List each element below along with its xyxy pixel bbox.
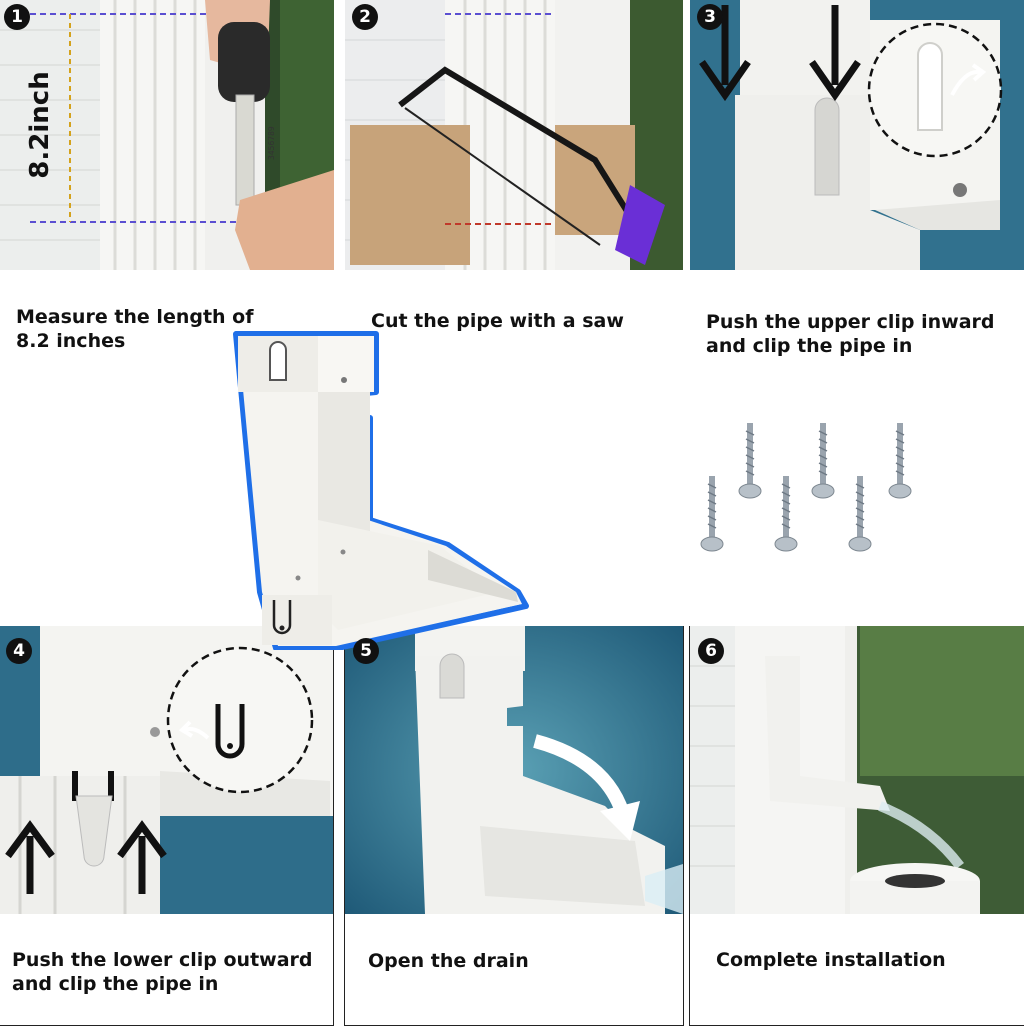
product-outline [233,331,529,650]
downspout-pipe [100,0,205,270]
step-2-caption: Cut the pipe with a saw [371,310,624,332]
measurement-label: 8.2inch [25,71,55,179]
arrow-down-icon [809,5,861,102]
open-drain-scene [345,626,683,914]
step-6-caption: Complete installation [716,949,946,971]
screw-icon [849,476,871,551]
screw-icon [812,423,834,498]
screw-icon [889,423,911,498]
cardboard [350,125,470,265]
drain-spout [480,826,645,906]
svg-text:3456789: 3456789 [267,126,276,160]
hand [235,170,334,270]
step-4-photo [0,626,334,914]
step-3-photo [690,0,1024,270]
screws-group [690,418,930,568]
measuring-scene: 3456789 [0,0,334,270]
step-badge-4: 4 [6,638,32,664]
drain-spout [318,520,498,630]
lower-clip-scene [0,626,334,914]
step-5-caption: Open the drain [368,950,529,972]
step-badge-2: 2 [352,4,378,30]
step-2-photo [345,0,683,270]
step-badge-1: 1 [4,4,30,30]
step-1-photo: 3456789 8.2inch [0,0,334,270]
arrow-up-icon [5,820,55,894]
screw-icon [775,476,797,551]
arrow-down-icon [699,5,751,102]
curved-arrow-icon [184,727,210,740]
complete-installation-scene [690,626,1024,914]
diverter-body [765,656,890,811]
step-6-photo [690,626,1024,914]
curved-arrow-icon [950,69,981,96]
step-5-photo [345,626,683,914]
screw-icon [701,476,723,551]
hacksaw-blade [404,107,601,246]
step-badge-3: 3 [697,4,723,30]
arrow-up-icon [117,820,167,894]
step-badge-6: 6 [698,638,724,664]
tape-measure [218,22,270,102]
step-badge-5: 5 [353,638,379,664]
upper-clip-scene [690,0,1024,270]
saw-handle [615,185,665,265]
cutting-scene [345,0,683,270]
hacksaw-frame [398,66,648,242]
rain-diverter-product [233,331,529,650]
screw-icon [739,423,761,498]
